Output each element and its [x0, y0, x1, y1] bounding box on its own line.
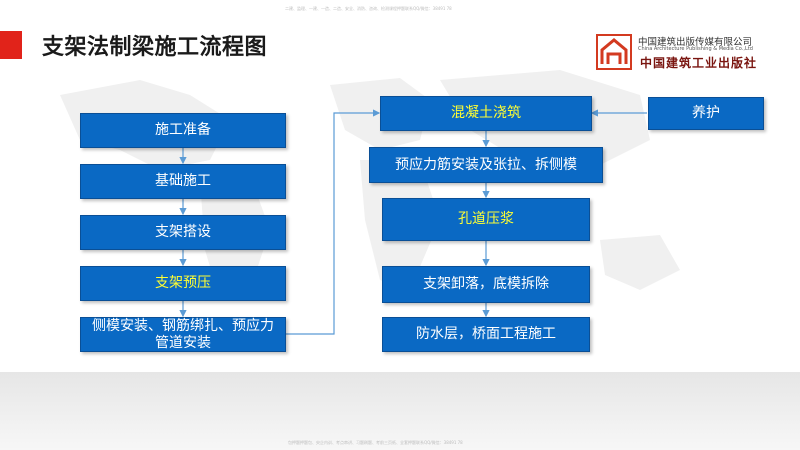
step-concrete-pouring: 混凝土浇筑 [380, 96, 592, 131]
logo-name-en: China Architecture Publishing & Media Co… [638, 46, 753, 52]
step-label: 基础施工 [155, 173, 211, 189]
floor-reflection [0, 372, 800, 450]
step-label: 孔道压浆 [458, 211, 514, 227]
step-scaffold-removal: 支架卸落，底模拆除 [382, 266, 590, 303]
publisher-logo-icon [596, 34, 632, 70]
step-waterproof-deck: 防水层，桥面工程施工 [382, 317, 590, 352]
step-label: 支架卸落，底模拆除 [423, 276, 549, 292]
step-prestress-tension: 预应力筋安装及张拉、拆侧模 [369, 147, 603, 183]
watermark-top: 二建、监理、一建、一造、二造、安全、消防、咨询、检测课程押题联系QQ/微信：38… [285, 6, 452, 11]
step-label: 支架预压 [155, 275, 211, 291]
step-label: 预应力筋安装及张拉、拆侧模 [395, 156, 577, 173]
step-duct-grouting: 孔道压浆 [382, 198, 590, 241]
step-label: 施工准备 [155, 122, 211, 138]
title-accent-bar [0, 31, 22, 59]
watermark-bottom: 包押题押题包、央企内训、考点串讲、习题刷题、考前三页纸、全套押题联系QQ/微信：… [288, 440, 463, 445]
step-construction-prep: 施工准备 [80, 113, 286, 148]
step-curing: 养护 [648, 97, 764, 130]
step-scaffold-preload: 支架预压 [80, 266, 286, 301]
page-title: 支架法制梁施工流程图 [42, 35, 268, 60]
step-label: 混凝土浇筑 [451, 105, 521, 121]
step-label: 养护 [692, 105, 720, 121]
step-scaffold-erection: 支架搭设 [80, 215, 286, 250]
step-label: 支架搭设 [155, 224, 211, 240]
step-label: 防水层，桥面工程施工 [416, 326, 556, 342]
step-label: 侧模安装、钢筋绑扎、预应力管道安装 [92, 317, 274, 351]
step-foundation: 基础施工 [80, 164, 286, 199]
step-formwork-rebar-duct: 侧模安装、钢筋绑扎、预应力管道安装 [80, 317, 286, 352]
logo-name-cn: 中国建筑出版传媒有限公司 [638, 37, 753, 48]
logo-calligraphy: 中国建筑工业出版社 [640, 56, 758, 70]
